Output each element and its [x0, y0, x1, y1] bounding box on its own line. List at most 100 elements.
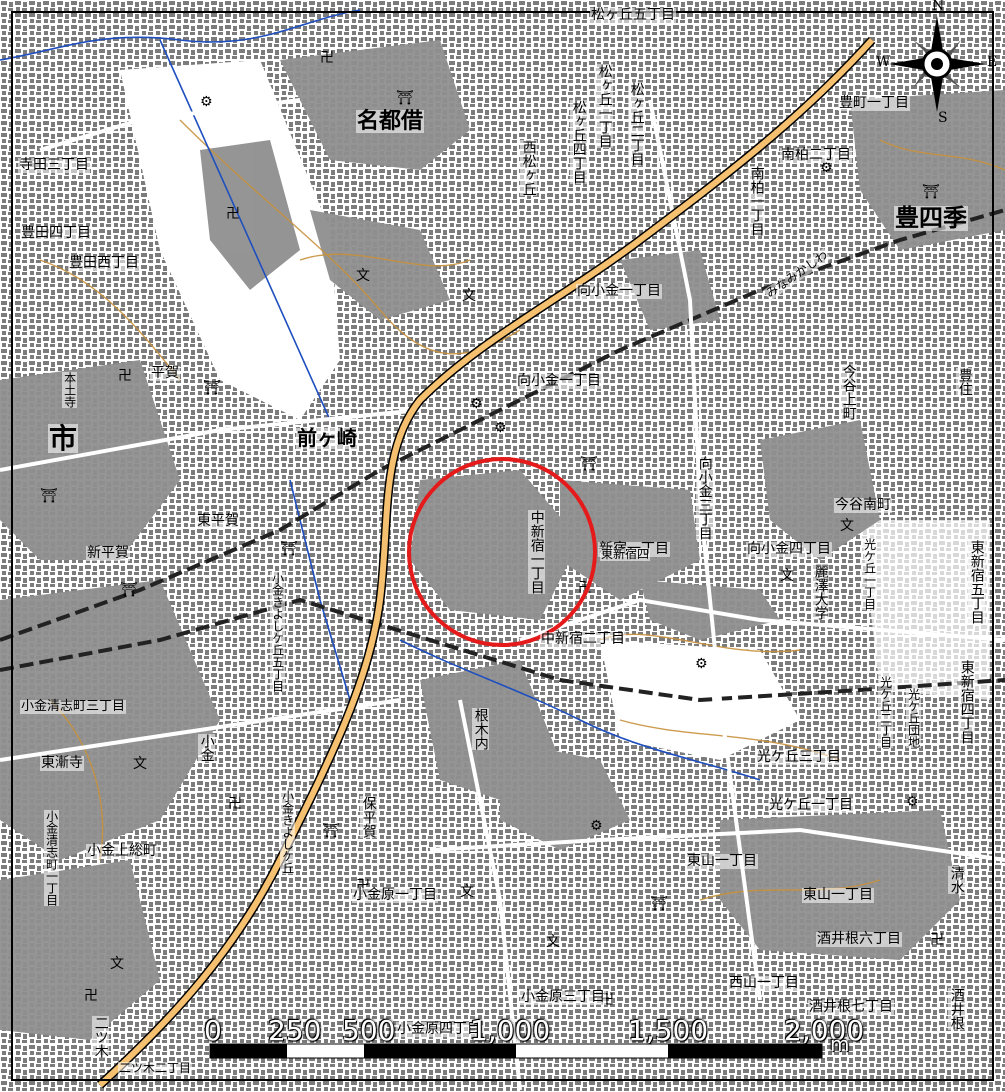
highlight-circle: [407, 457, 597, 647]
place-label: 西山一丁目: [728, 975, 800, 991]
scale-tick-label: 250: [268, 1014, 322, 1047]
place-label: 平賀: [150, 365, 180, 381]
svg-text:⛩: ⛩: [922, 184, 940, 200]
svg-text:⛩: ⛩: [580, 456, 598, 472]
place-label: 根木内: [472, 708, 489, 750]
place-label: 中新宿二丁目: [540, 631, 626, 647]
place-label: 西松ヶ丘: [520, 140, 537, 196]
place-label: 向小金一丁目: [576, 283, 662, 299]
place-label: 二ツ木: [92, 1016, 109, 1058]
svg-text:卍: 卍: [84, 988, 98, 1004]
place-label: 小金きよしケ丘: [280, 790, 295, 874]
place-label: 酒井根: [948, 988, 965, 1030]
place-label: 小金きよしケ丘五丁目: [270, 572, 285, 692]
map-symbols: 卍⛩⚙ 卍文文 卍⛩⚙ ⚙⛩卍 ⛩⛩⛩ ⚙文文 文卍⛩ 卍文文 文⚙⚙ ⛩卍卍 …: [40, 50, 944, 1008]
place-label: 松ヶ丘四丁目: [570, 100, 587, 184]
place-label: 麗澤大学: [812, 564, 829, 620]
place-label: 豊四季: [894, 204, 968, 232]
compass-north-label: N: [932, 0, 945, 14]
scale-tick-label: 2,000: [784, 1014, 865, 1047]
place-label: 東新宿五丁目: [968, 540, 985, 624]
place-label: 東漸寺: [40, 755, 84, 771]
place-label: 豊田四丁目: [20, 225, 92, 241]
scale-tick-label: 1,500: [628, 1014, 709, 1047]
place-label: 南柏二丁目: [780, 147, 852, 163]
place-label: 酒井根七丁目: [808, 999, 894, 1015]
scale-unit-label: m: [830, 1032, 850, 1056]
scale-bar: [209, 1043, 823, 1059]
place-label: 東平賀: [196, 513, 240, 529]
place-label: 光ケ丘一丁目: [862, 538, 877, 610]
place-label: 酒井根六丁目: [816, 931, 902, 947]
place-label: 東新宿四: [600, 547, 651, 561]
place-label: 松ヶ丘五丁目: [590, 7, 676, 23]
place-label: 小金清志町一丁目: [44, 810, 59, 906]
svg-text:⛩: ⛩: [40, 488, 58, 504]
place-label: 小金原三丁目: [520, 989, 606, 1005]
scale-tick-label: 500: [342, 1014, 396, 1047]
svg-text:文: 文: [356, 268, 370, 284]
svg-text:⚙: ⚙: [200, 94, 213, 110]
svg-text:文: 文: [133, 756, 147, 772]
svg-text:⛩: ⛩: [280, 541, 298, 557]
place-label: 名都借: [356, 109, 425, 134]
place-label: 小金原一丁目: [352, 887, 438, 903]
svg-text:文: 文: [462, 288, 476, 304]
svg-text:文: 文: [546, 934, 560, 950]
place-label: 小金上総町: [86, 843, 158, 859]
place-label: 松ヶ丘一丁目: [596, 64, 613, 148]
svg-text:卍: 卍: [320, 50, 334, 66]
place-label: 保平賀: [360, 796, 377, 838]
svg-text:⛩: ⛩: [120, 582, 138, 598]
svg-text:文: 文: [780, 568, 794, 584]
svg-text:卍: 卍: [228, 796, 242, 812]
place-label: 光ケ丘三丁目: [756, 749, 842, 765]
place-label: 光ケ丘二丁目: [878, 676, 893, 748]
place-label: 市: [48, 422, 79, 455]
place-label: 南柏一丁目: [748, 166, 765, 236]
svg-text:⛩: ⛩: [650, 896, 668, 912]
place-label: 前ヶ崎: [296, 426, 358, 450]
svg-text:⛩: ⛩: [396, 90, 414, 106]
place-label: 向小金三丁目: [696, 456, 713, 540]
place-label: 東山一丁目: [686, 853, 758, 869]
place-label: 向小金一丁目: [516, 373, 602, 389]
svg-text:⚙: ⚙: [470, 396, 483, 412]
svg-text:文: 文: [840, 518, 854, 534]
svg-text:⛩: ⛩: [203, 380, 221, 396]
place-label: 寺田三丁目: [18, 157, 90, 173]
main-highway-fill: [97, 37, 875, 1088]
place-label: 豊田西丁目: [68, 255, 140, 271]
place-label: 二ツ木二丁目: [118, 1061, 193, 1075]
place-label: 本土寺: [62, 372, 77, 408]
compass-rose: [889, 16, 985, 112]
place-label: 豊住: [956, 368, 973, 396]
place-label: 中新宿一丁目: [528, 510, 545, 594]
compass-south-label: S: [938, 110, 948, 126]
compass-east-label: E: [987, 54, 998, 70]
svg-text:⚙: ⚙: [590, 818, 603, 834]
svg-text:⚙: ⚙: [494, 420, 507, 436]
svg-text:文: 文: [460, 884, 474, 900]
svg-text:卍: 卍: [930, 932, 944, 948]
place-label: 東山一丁目: [802, 887, 874, 903]
place-label: 向小金四丁目: [746, 541, 832, 557]
svg-text:⚙: ⚙: [820, 160, 833, 176]
place-label: 清水: [948, 866, 965, 894]
campus-area: [860, 520, 990, 700]
place-label: 今谷上町: [840, 364, 857, 420]
svg-text:⚙: ⚙: [695, 656, 708, 672]
svg-text:⚙: ⚙: [906, 794, 919, 810]
place-label: 光ケ丘一丁目: [768, 797, 854, 813]
svg-text:卍: 卍: [226, 206, 240, 222]
compass-west-label: W: [876, 54, 891, 70]
railways: [0, 208, 1005, 703]
place-label: 東新宿四丁目: [958, 660, 975, 744]
scale-tick-label: 1,000: [470, 1014, 551, 1047]
map-frame: [11, 11, 994, 1081]
place-label: 豊町一丁目: [838, 95, 910, 111]
place-label: 新平賀: [86, 545, 130, 561]
place-label: 光ケ丘団地: [906, 688, 921, 748]
